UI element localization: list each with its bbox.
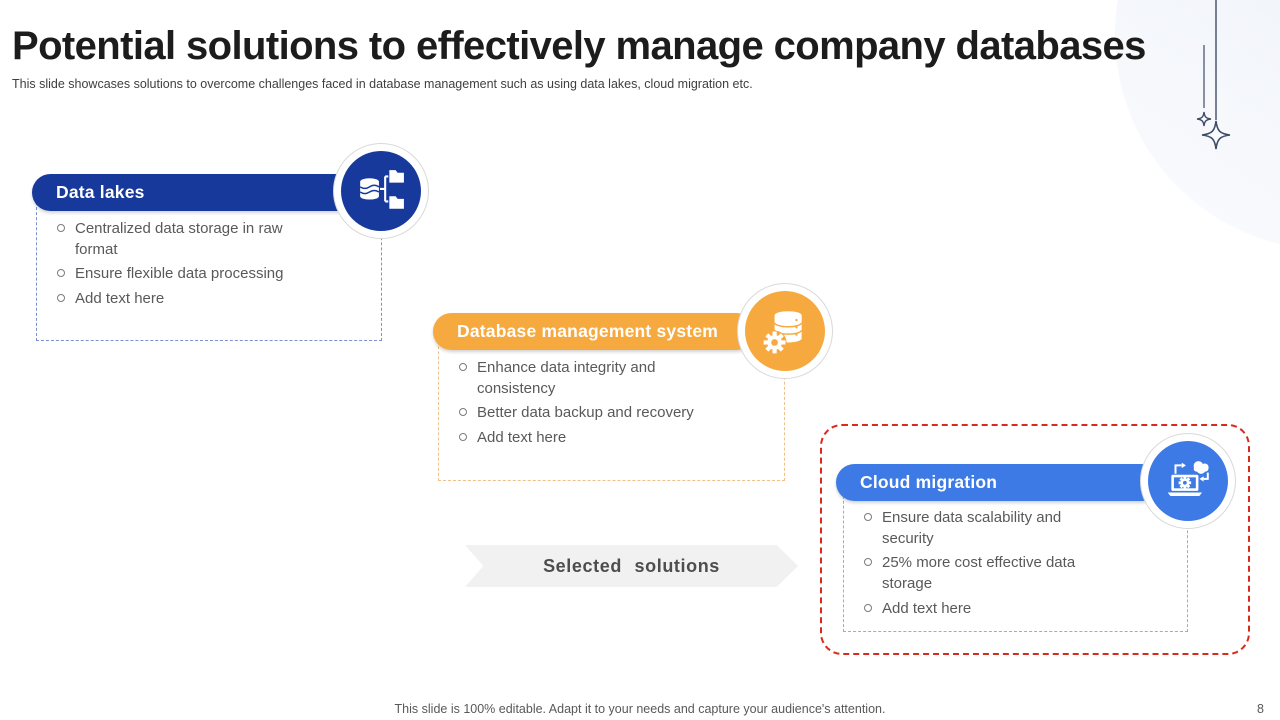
list-item: Ensure flexible data processing (57, 264, 367, 285)
bullet-text: Centralized data storage in raw format (75, 220, 283, 258)
list-item: Ensure data scalability and security (864, 508, 1173, 549)
selected-solutions-banner: Selected solutions (465, 545, 798, 587)
card-title: Data lakes (56, 182, 145, 202)
list-item: Add text here (864, 599, 1173, 620)
page-number: 8 (1257, 702, 1264, 716)
data-lakes-bullet-list: Centralized data storage in raw format E… (37, 193, 381, 310)
data-lake-icon (341, 151, 421, 231)
cloud-migration-icon-badge (1140, 433, 1236, 529)
bullet-text: Add text here (477, 429, 567, 447)
selected-solution-highlight-frame (820, 424, 1250, 655)
sparkle-icon (1196, 111, 1212, 127)
list-item: Centralized data storage in raw format (57, 219, 367, 260)
sparkle-lines-decoration (1196, 0, 1231, 150)
bullet-text: Add text here (882, 599, 972, 617)
bullet-circle-icon (459, 433, 467, 442)
cloud-migration-bullet-list: Ensure data scalability and security 25%… (844, 482, 1187, 619)
banner-label: Selected solutions (543, 555, 720, 576)
dbms-header: Database management system (433, 313, 755, 350)
card-title: Cloud migration (860, 472, 998, 492)
database-gear-icon (745, 291, 825, 371)
cloud-migration-icon (1148, 441, 1228, 521)
list-item: Enhance data integrity and consistency (459, 358, 770, 399)
bullet-text: Ensure data scalability and security (882, 509, 1062, 547)
bullet-text: 25% more cost effective data storage (882, 554, 1076, 593)
bullet-circle-icon (57, 294, 65, 303)
dbms-bullet-list: Enhance data integrity and consistency B… (439, 332, 784, 449)
bullet-circle-icon (864, 603, 872, 612)
data-lakes-card: Centralized data storage in raw format E… (36, 192, 382, 341)
dbms-icon-badge (737, 283, 833, 379)
page-title: Potential solutions to effectively manag… (12, 24, 1146, 68)
bullet-circle-icon (459, 408, 467, 417)
card-title: Database management system (457, 321, 719, 341)
bullet-circle-icon (459, 363, 467, 371)
bullet-circle-icon (864, 513, 872, 521)
bullet-text: Better data backup and recovery (477, 404, 694, 422)
list-item: Add text here (57, 289, 367, 310)
list-item: Better data backup and recovery (459, 403, 770, 424)
data-lakes-header: Data lakes (32, 174, 362, 211)
bullet-text: Add text here (75, 290, 165, 308)
sparkle-icon (1201, 120, 1231, 150)
bullet-circle-icon (864, 558, 872, 567)
bullet-text: Enhance data integrity and consistency (477, 359, 656, 397)
footer-note: This slide is 100% editable. Adapt it to… (394, 702, 886, 716)
data-lakes-icon-badge (333, 143, 429, 239)
cloud-migration-card: Ensure data scalability and security 25%… (843, 481, 1188, 632)
list-item: Add text here (459, 428, 770, 449)
bullet-circle-icon (57, 269, 65, 278)
list-item: 25% more cost effective data storage (864, 553, 1173, 594)
bullet-text: Ensure flexible data processing (75, 265, 284, 283)
dbms-card: Enhance data integrity and consistency B… (438, 331, 785, 481)
page-subtitle: This slide showcases solutions to overco… (12, 77, 753, 91)
cloud-migration-header: Cloud migration (836, 464, 1160, 501)
bullet-circle-icon (57, 224, 65, 232)
